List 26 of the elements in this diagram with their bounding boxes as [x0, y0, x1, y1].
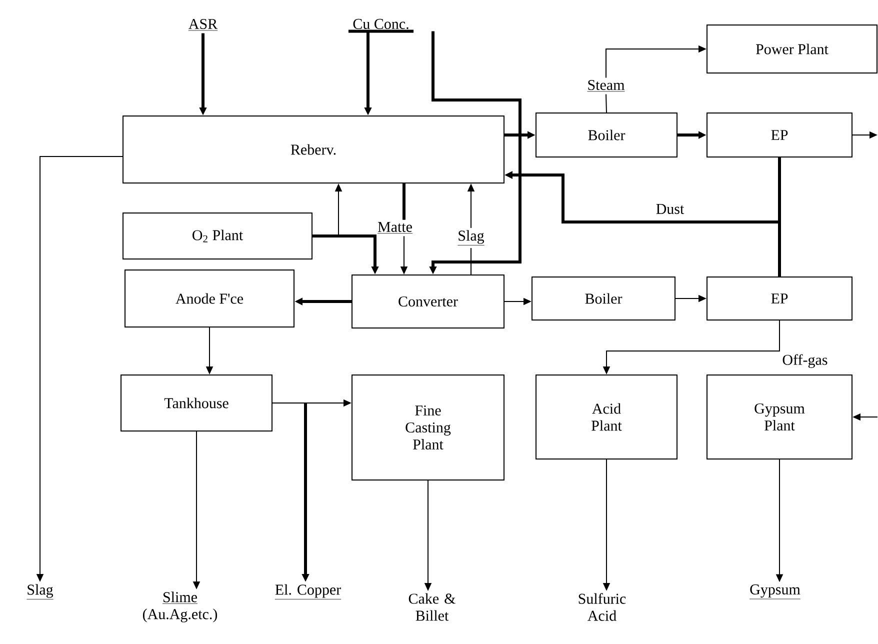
stream-label: Slime (Au.Ag.etc.)	[142, 592, 218, 622]
stream-label: Slag	[457, 230, 485, 246]
stream-label: ASR	[188, 18, 218, 31]
process-box: Converter	[352, 274, 504, 328]
stream-label: Gypsum	[749, 584, 801, 600]
stream-label: Cake & Billet	[408, 593, 456, 621]
process-box: EP	[706, 276, 852, 320]
process-box: O$_{2}$ Plant	[122, 212, 312, 260]
process-box: Anode F'ce	[124, 270, 294, 328]
process-box: Fine Casting Plant	[352, 374, 504, 480]
stream-label: Sulfuric Acid	[578, 593, 626, 621]
stream-label: El. Copper	[274, 584, 342, 600]
feed-label: Cu Conc.	[348, 18, 414, 33]
process-box: Power Plant	[706, 24, 878, 74]
process-box: Boiler	[536, 112, 678, 158]
process-box: Reberv.	[122, 116, 504, 184]
process-box: Tankhouse	[120, 374, 272, 432]
process-box: EP	[706, 112, 852, 158]
stream-label: Steam	[587, 80, 625, 92]
edge-label: Dust	[654, 203, 686, 215]
process-box: Gypsum Plant	[706, 374, 852, 460]
process-box: Boiler	[532, 276, 676, 320]
edge-label: Off-gas	[781, 353, 829, 369]
stream-label: Matte	[377, 222, 413, 234]
process-box: Acid Plant	[536, 374, 678, 460]
stream-label: Slag	[26, 584, 54, 600]
